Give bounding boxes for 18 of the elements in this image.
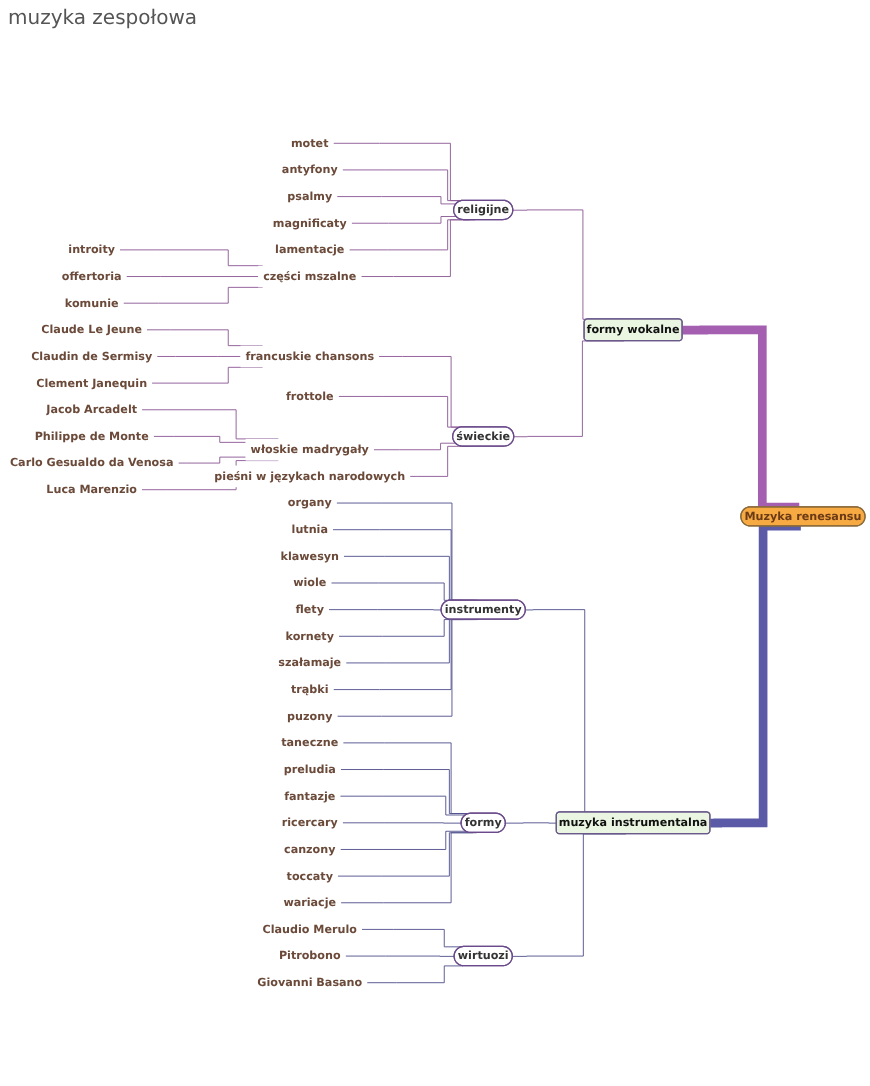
connector <box>373 442 456 451</box>
connector <box>366 965 464 984</box>
note-text: muzyka zespołowa <box>8 8 198 30</box>
connector <box>345 955 455 957</box>
connector <box>153 435 247 443</box>
connector <box>123 286 264 304</box>
connector <box>156 356 241 357</box>
connector <box>339 795 467 816</box>
connector <box>361 928 464 948</box>
connector <box>339 830 467 850</box>
connector <box>336 196 457 205</box>
connector <box>328 609 442 611</box>
connector <box>710 521 801 828</box>
connector <box>126 276 259 277</box>
connector <box>505 822 558 824</box>
connector <box>177 456 247 464</box>
connector <box>351 216 457 224</box>
connector <box>342 822 462 824</box>
